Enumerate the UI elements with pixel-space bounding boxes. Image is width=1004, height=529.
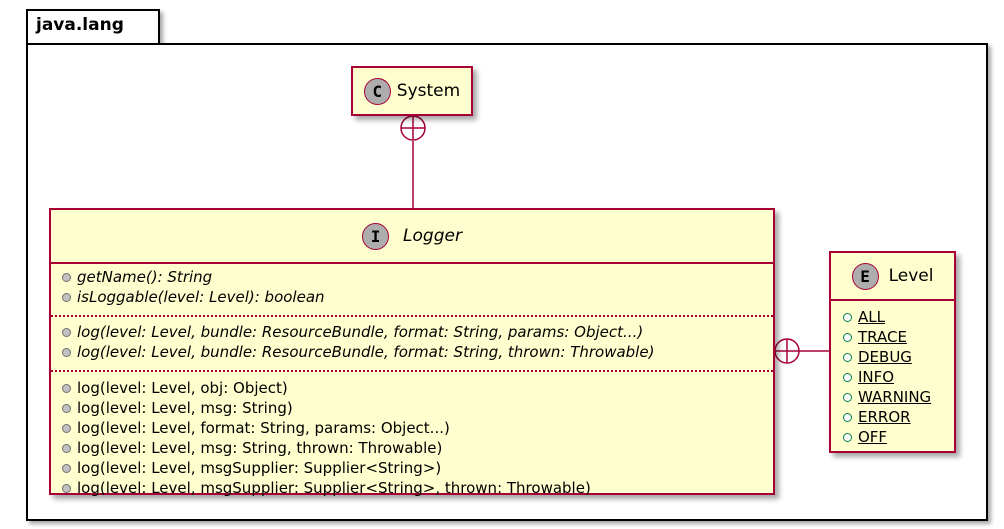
- abstract-log-methods: log(level: Level, bundle: ResourceBundle…: [51, 319, 773, 362]
- method-item: log(level: Level, bundle: ResourceBundle…: [51, 342, 773, 362]
- enum-constants: ALL TRACE DEBUG INFO WARNING ERROR OFF: [831, 301, 954, 447]
- public-method-icon: [62, 383, 71, 393]
- method-item: log(level: Level, msgSupplier: Supplier<…: [51, 458, 773, 478]
- abstract-methods: getName(): String isLoggable(level: Leve…: [51, 264, 773, 307]
- method-item: log(level: Level, format: String, params…: [51, 418, 773, 438]
- public-field-icon: [843, 412, 852, 422]
- system-class-name: System: [396, 81, 461, 101]
- method-item: log(level: Level, msg: String, thrown: T…: [51, 438, 773, 458]
- public-method-icon: [62, 423, 71, 433]
- public-method-icon: [62, 347, 71, 357]
- enum-constant: DEBUG: [831, 347, 954, 367]
- package-tab: java.lang: [26, 9, 160, 43]
- package-name: java.lang: [36, 15, 124, 35]
- method-item: log(level: Level, obj: Object): [51, 378, 773, 398]
- public-method-icon: [62, 443, 71, 453]
- logger-interface: I Logger getName(): String isLoggable(le…: [49, 208, 775, 498]
- method-item: getName(): String: [51, 267, 773, 287]
- method-item: log(level: Level, msg: String): [51, 398, 773, 418]
- public-method-icon: [62, 463, 71, 473]
- class-stereotype-icon: C: [363, 77, 391, 105]
- method-item: log(level: Level, msgSupplier: Supplier<…: [51, 478, 773, 498]
- logger-interface-name: Logger: [403, 226, 462, 246]
- level-enum: E Level ALL TRACE DEBUG INFO WARNING ERR…: [829, 251, 956, 453]
- system-class: C System: [351, 66, 473, 116]
- enum-constant: OFF: [831, 427, 954, 447]
- enum-constant: WARNING: [831, 387, 954, 407]
- method-item: isLoggable(level: Level): boolean: [51, 287, 773, 307]
- enum-constant: TRACE: [831, 327, 954, 347]
- public-field-icon: [843, 392, 852, 402]
- default-methods: log(level: Level, obj: Object) log(level…: [51, 374, 773, 498]
- public-method-icon: [62, 327, 71, 337]
- public-method-icon: [62, 483, 71, 493]
- public-field-icon: [843, 432, 852, 442]
- public-method-icon: [62, 272, 71, 282]
- method-item: log(level: Level, bundle: ResourceBundle…: [51, 322, 773, 342]
- enum-constant: ALL: [831, 307, 954, 327]
- enum-constant: ERROR: [831, 407, 954, 427]
- interface-stereotype-icon: I: [362, 222, 390, 250]
- public-field-icon: [843, 312, 852, 322]
- enum-stereotype-icon: E: [851, 262, 879, 290]
- public-field-icon: [843, 332, 852, 342]
- level-enum-name: Level: [888, 266, 934, 286]
- public-method-icon: [62, 292, 71, 302]
- public-field-icon: [843, 372, 852, 382]
- public-field-icon: [843, 352, 852, 362]
- public-method-icon: [62, 403, 71, 413]
- enum-constant: INFO: [831, 367, 954, 387]
